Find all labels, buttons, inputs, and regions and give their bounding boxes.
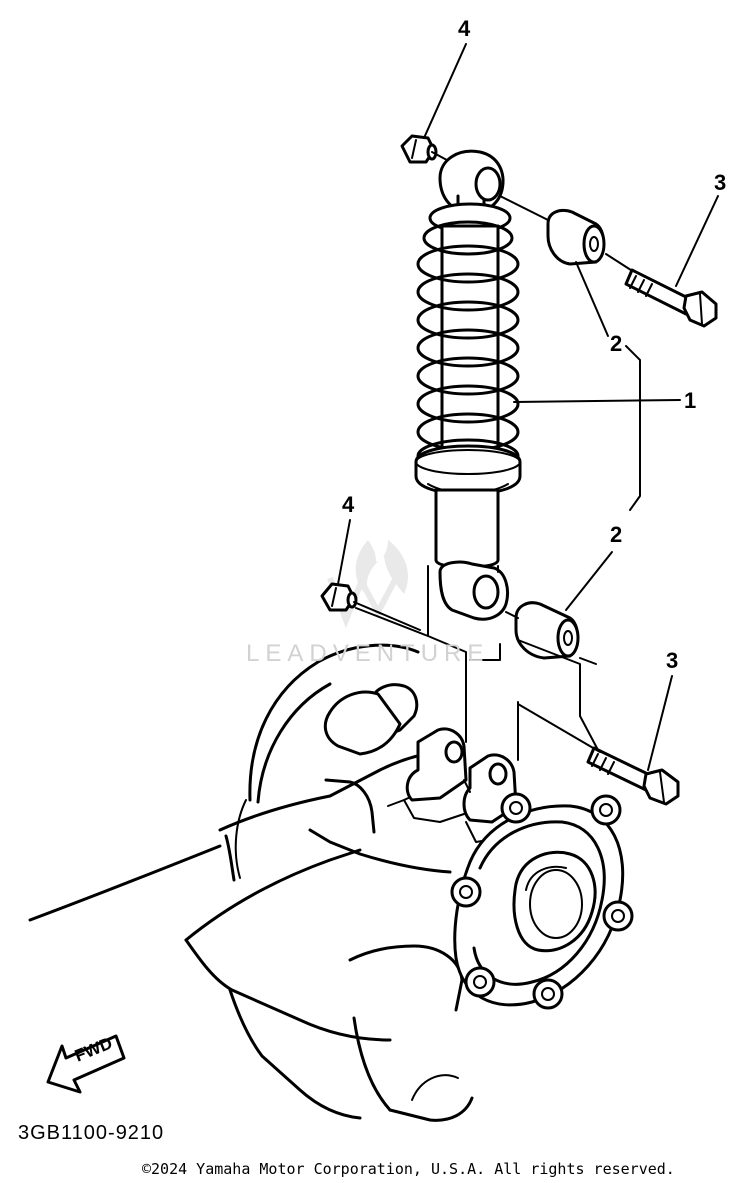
diagram-part-number: 3GB1100-9210 <box>18 1122 165 1144</box>
leader-3-mid <box>647 675 673 771</box>
leader-4-mid <box>337 519 351 585</box>
collar-top-icon <box>546 209 606 266</box>
lower-mount-axis-line <box>353 601 597 665</box>
nut-mid-icon <box>320 582 358 612</box>
alignment-guide <box>427 565 601 761</box>
leader-4-top <box>423 43 467 139</box>
leader-2-mid <box>565 551 613 611</box>
watermark-text: LEADVENTURE <box>246 640 490 667</box>
fwd-arrow-icon <box>46 1034 126 1094</box>
bolt-top-icon <box>624 268 718 328</box>
fender-icon <box>234 643 420 879</box>
copyright-notice: ©2024 Yamaha Motor Corporation, U.S.A. A… <box>142 1160 675 1178</box>
lower-mount-bracket-icon <box>405 727 518 843</box>
callout-1: 1 <box>684 388 697 413</box>
shock-absorber-icon <box>414 149 522 621</box>
callout-3-mid: 3 <box>666 648 679 673</box>
leader-2-bracket <box>625 345 641 511</box>
nut-top-icon <box>400 134 438 164</box>
leader-2-top <box>575 261 609 337</box>
callout-2-mid: 2 <box>610 522 623 547</box>
collar-mid-icon <box>514 601 580 660</box>
callout-4-top: 4 <box>458 16 471 41</box>
leader-3-top <box>675 195 719 287</box>
bolt-mid-icon <box>586 746 680 806</box>
hub-flange-icon <box>450 792 634 1010</box>
callout-3-top: 3 <box>714 170 727 195</box>
callout-2-top: 2 <box>610 331 623 356</box>
leader-lines <box>337 43 719 771</box>
callout-4-mid: 4 <box>342 492 355 517</box>
leader-1 <box>513 399 681 403</box>
